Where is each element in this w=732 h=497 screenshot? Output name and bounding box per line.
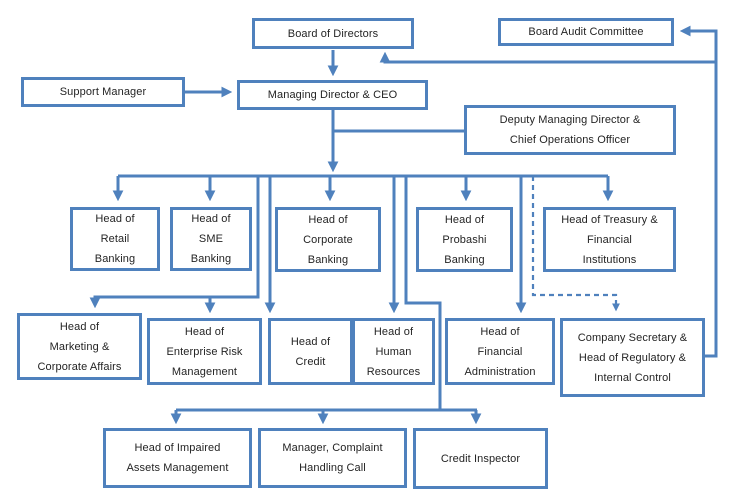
node-head-treasury-fi: Head of Treasury & Financial Institution… xyxy=(543,207,676,272)
node-credit-inspector: Credit Inspector xyxy=(413,428,548,489)
node-head-impaired-assets-management: Head of Impaired Assets Management xyxy=(103,428,252,488)
edge-dashed-company-secretary xyxy=(531,176,620,312)
edge-drop-row5 xyxy=(404,176,442,410)
edge-drop-marketing xyxy=(89,176,260,309)
node-support-manager: Support Manager xyxy=(21,77,185,107)
node-board-audit-committee: Board Audit Committee xyxy=(498,18,674,46)
node-manager-complaint-handling-call: Manager, Complaint Handling Call xyxy=(258,428,407,488)
node-head-financial-administration: Head of Financial Administration xyxy=(445,318,555,385)
node-head-of-credit: Head of Credit xyxy=(268,318,353,385)
node-head-probashi-banking: Head of Probashi Banking xyxy=(416,207,513,272)
node-head-marketing-corporate-affairs: Head of Marketing & Corporate Affairs xyxy=(17,313,142,380)
node-deputy-md-coo: Deputy Managing Director & Chief Operati… xyxy=(464,105,676,155)
node-board-of-directors: Board of Directors xyxy=(252,18,414,49)
node-head-retail-banking: Head of Retail Banking xyxy=(70,207,160,271)
node-managing-director-ceo: Managing Director & CEO xyxy=(237,80,428,110)
node-head-sme-banking: Head of SME Banking xyxy=(170,207,252,271)
node-head-corporate-banking: Head of Corporate Banking xyxy=(275,207,381,272)
node-head-enterprise-risk-management: Head of Enterprise Risk Management xyxy=(147,318,262,385)
edge-audit-line-to-bod xyxy=(379,51,716,64)
edge-secretary-to-audit xyxy=(679,25,718,358)
node-head-human-resources: Head of Human Resources xyxy=(352,318,435,385)
node-company-secretary-regulatory-internal-control: Company Secretary & Head of Regulatory &… xyxy=(560,318,705,397)
